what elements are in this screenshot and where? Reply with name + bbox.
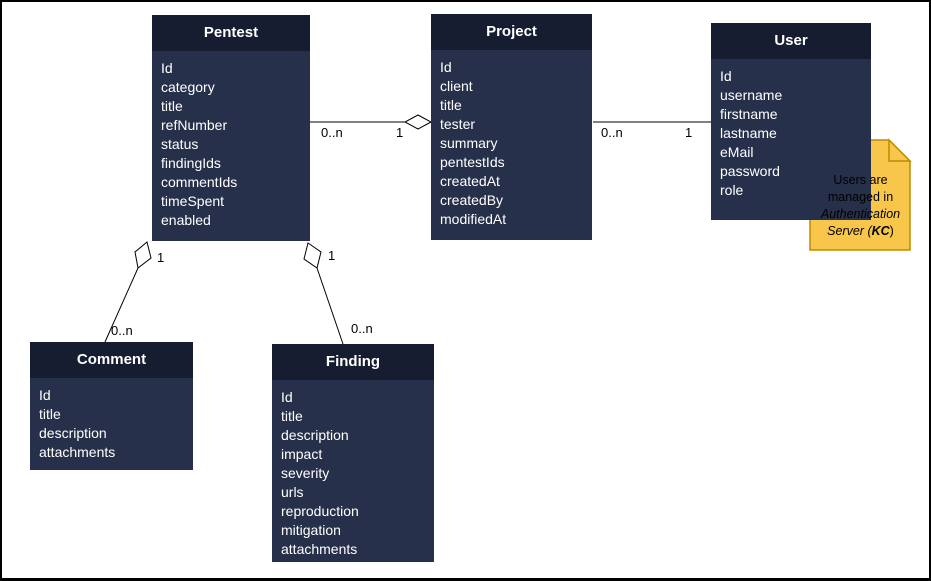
entity-field: attachments	[39, 444, 116, 460]
entity-field: enabled	[161, 212, 211, 228]
entity-user-fields: Id username firstname lastname eMail password…	[711, 59, 871, 200]
entity-field: reproduction	[281, 503, 359, 519]
aggregation-diamond-finding-link[interactable]	[303, 242, 322, 269]
entity-field: username	[720, 87, 783, 103]
entity-comment[interactable]: Comment Id title description attachments	[30, 342, 193, 470]
note-text-part-italic: Authentication Server	[820, 207, 901, 238]
entity-field: eMail	[720, 144, 754, 160]
entity-field: lastname	[720, 125, 777, 141]
entity-field: attachments	[281, 541, 358, 557]
note-text-part: (	[863, 224, 872, 238]
entity-field: Id	[281, 389, 293, 405]
multiplicity-pentest-finding-source: 1	[328, 248, 336, 263]
aggregation-diamond-comment-link[interactable]	[134, 241, 152, 269]
entity-field: severity	[281, 465, 330, 481]
entity-field: refNumber	[161, 117, 228, 133]
entity-field: pentestIds	[440, 154, 505, 170]
entity-field: Id	[161, 60, 173, 76]
entity-project[interactable]: Project Id client title tester summary pentes…	[431, 14, 592, 240]
multiplicity-pentest-finding-target: 0..n	[351, 321, 373, 336]
entity-field: firstname	[720, 106, 778, 122]
multiplicity-project-user-target: 1	[685, 125, 693, 140]
entity-field: Id	[720, 68, 732, 84]
entity-field: status	[161, 136, 199, 152]
entity-field: urls	[281, 484, 304, 500]
entity-field: Id	[39, 387, 51, 403]
entity-field: client	[440, 78, 473, 94]
entity-field: modifiedAt	[440, 211, 507, 227]
entity-field: timeSpent	[161, 193, 225, 209]
entity-field: description	[39, 425, 107, 441]
entity-finding-title: Finding	[272, 344, 434, 380]
note-text-part: Users are managed in	[827, 173, 894, 204]
note-text-part: )	[889, 224, 894, 238]
entity-field: title	[39, 406, 61, 422]
entity-field: createdBy	[440, 192, 504, 208]
entity-field: category	[161, 79, 215, 95]
entity-field: Id	[440, 59, 452, 75]
entity-field: role	[720, 182, 744, 198]
entity-pentest-title: Pentest	[152, 15, 310, 51]
entity-field: impact	[281, 446, 323, 462]
multiplicity-pentest-comment-target: 0..n	[111, 323, 133, 338]
pentest-finding-connector[interactable]	[316, 267, 344, 345]
entity-finding[interactable]: Finding Id title description impact severity…	[272, 344, 434, 562]
entity-user[interactable]: User Id username firstname lastname eMail pas…	[711, 23, 871, 220]
aggregation-diamond-project[interactable]	[403, 114, 433, 130]
entity-field: summary	[440, 135, 498, 151]
multiplicity-pentest-project-source: 0..n	[321, 125, 343, 140]
entity-field: findingIds	[161, 155, 221, 171]
entity-field: password	[720, 163, 780, 179]
entity-field: title	[440, 97, 462, 113]
entity-project-fields: Id client title tester summary pentestIds crea…	[431, 50, 592, 229]
note-text-part-bold-italic: KC	[871, 224, 890, 238]
entity-field: commentIds	[161, 174, 238, 190]
entity-comment-title: Comment	[30, 342, 193, 378]
entity-field: title	[161, 98, 183, 114]
entity-field: createdAt	[440, 173, 500, 189]
sticky-note-fold-corner	[888, 138, 912, 162]
sticky-note-text: Users are managed in Authentication Serv…	[810, 172, 911, 240]
multiplicity-pentest-comment-source: 1	[157, 250, 165, 265]
entity-field: description	[281, 427, 349, 443]
entity-finding-fields: Id title description impact severity urls repr…	[272, 380, 434, 559]
entity-project-title: Project	[431, 14, 592, 50]
pentest-comment-connector[interactable]	[104, 267, 139, 343]
entity-field: tester	[440, 116, 476, 132]
entity-pentest-fields: Id category title refNumber status findingIds…	[152, 51, 310, 230]
entity-comment-fields: Id title description attachments	[30, 378, 193, 462]
entity-field: mitigation	[281, 522, 341, 538]
multiplicity-project-user-source: 0..n	[601, 125, 623, 140]
entity-pentest[interactable]: Pentest Id category title refNumber status fi…	[152, 15, 310, 241]
entity-user-title: User	[711, 23, 871, 59]
entity-field: title	[281, 408, 303, 424]
multiplicity-pentest-project-target: 1	[396, 125, 404, 140]
